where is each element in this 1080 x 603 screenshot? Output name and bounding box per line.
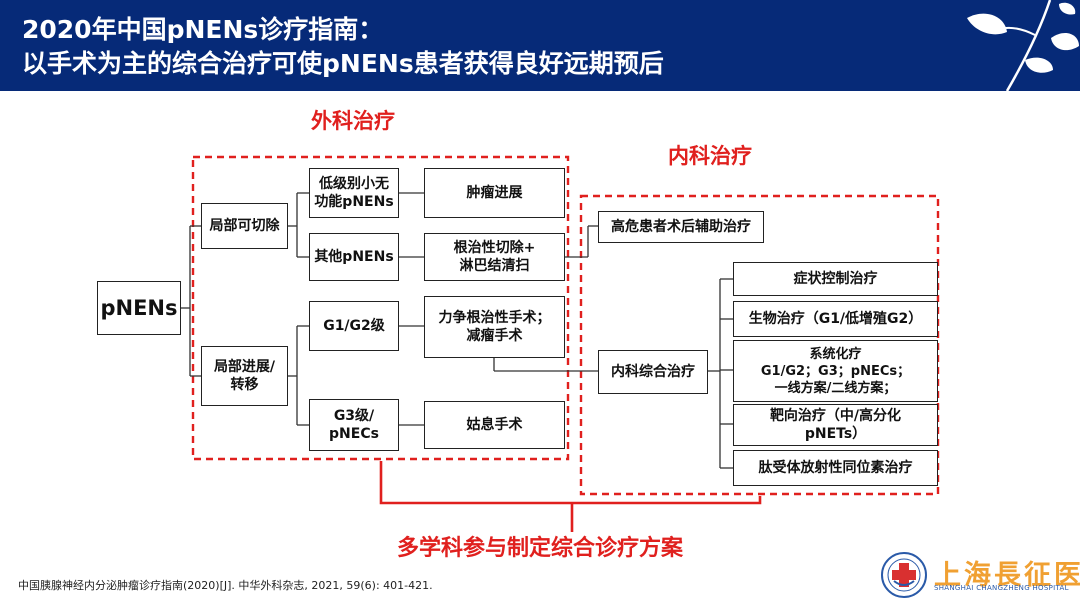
local-resectable-box: 局部可切除 — [201, 203, 288, 249]
surgery-label: 外科治疗 — [311, 109, 395, 133]
header-banner: 2020年中国pNENs诊疗指南： 以手术为主的综合治疗可使pNENs患者获得良… — [0, 0, 1080, 91]
internal-medicine-label: 内科治疗 — [668, 144, 752, 168]
leaf-decoration-icon — [967, 0, 1079, 91]
internal-comprehensive-box: 内科综合治疗 — [598, 350, 708, 394]
prrt-box: 肽受体放射性同位素治疗 — [733, 450, 938, 486]
strive-radical-box: 力争根治性手术； 减瘤手术 — [424, 296, 565, 358]
title-line-2: 以手术为主的综合治疗可使pNENs患者获得良好远期预后 — [22, 49, 664, 78]
high-risk-adjuvant-box: 高危患者术后辅助治疗 — [598, 211, 764, 243]
surgery-region-border — [191, 155, 570, 461]
hospital-logo-icon — [881, 552, 927, 598]
internal-region-border — [579, 194, 940, 496]
local-advanced-box: 局部进展/ 转移 — [201, 346, 288, 406]
palliative-surgery-box: 姑息手术 — [424, 401, 565, 449]
reference-citation: 中国胰腺神经内分泌肿瘤诊疗指南(2020)[J]. 中华外科杂志, 2021, … — [18, 579, 433, 592]
title-line-1: 2020年中国pNENs诊疗指南： — [22, 15, 384, 44]
symptom-control-box: 症状控制治疗 — [733, 262, 938, 296]
systemic-chemo-box: 系统化疗 G1/G2；G3；pNECs； 一线方案/二线方案； — [733, 340, 938, 402]
pnens-root-box: pNENs — [97, 281, 181, 335]
targeted-therapy-box: 靶向治疗（中/高分化 pNETs） — [733, 404, 938, 446]
hospital-name: 上海長征医院 — [934, 560, 1080, 591]
radical-resection-box: 根治性切除+ 淋巴结清扫 — [424, 233, 565, 281]
mdt-label: 多学科参与制定综合诊疗方案 — [397, 536, 684, 561]
biologic-therapy-box: 生物治疗（G1/低增殖G2） — [733, 301, 938, 337]
tumor-progress-box: 肿瘤进展 — [424, 168, 565, 218]
g3-box: G3级/ pNECs — [309, 399, 399, 451]
hospital-name-english: SHANGHAI CHANGZHENG HOSPITAL — [934, 584, 1069, 592]
other-pnens-box: 其他pNENs — [309, 233, 399, 281]
g1g2-box: G1/G2级 — [309, 301, 399, 351]
low-grade-box: 低级别小无 功能pNENs — [309, 168, 399, 218]
